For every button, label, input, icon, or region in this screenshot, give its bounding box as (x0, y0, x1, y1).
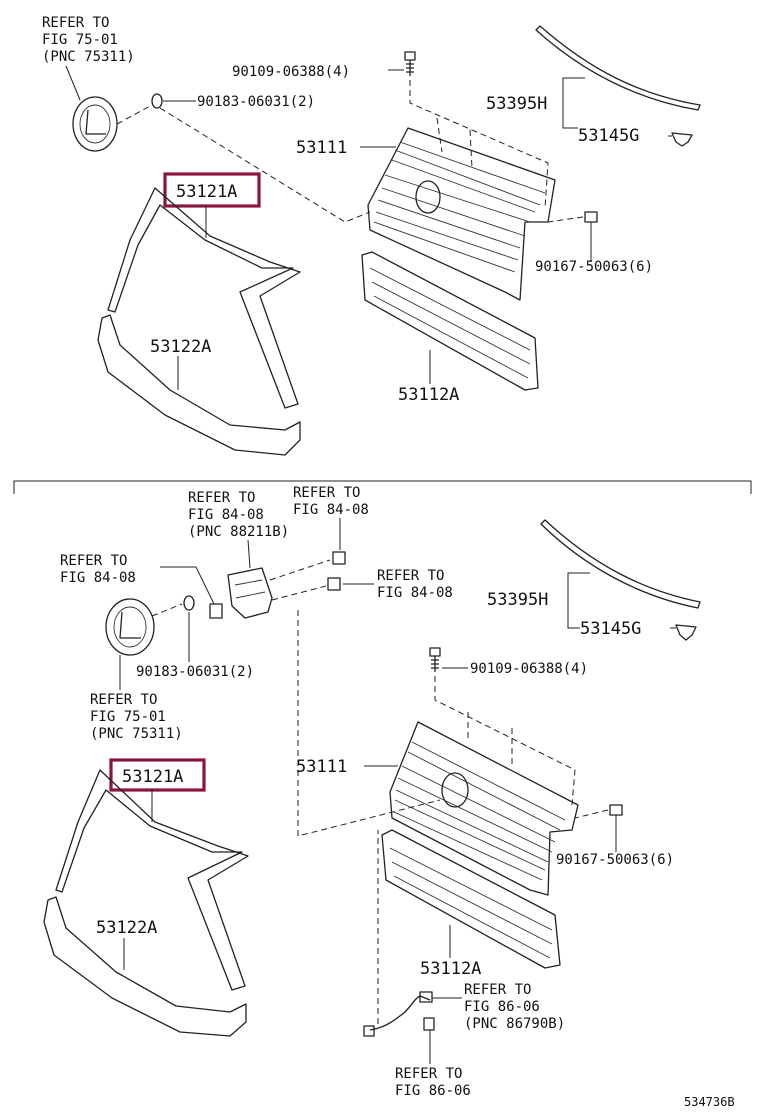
bottom-radiator-grille-icon (389, 721, 579, 896)
top-clip-icon (671, 132, 693, 147)
svg-text:(PNC 75311): (PNC 75311) (90, 726, 183, 742)
bottom-screw-icon (429, 647, 441, 672)
top-molding-strip-icon (535, 25, 701, 111)
top-screw-dash (409, 80, 549, 209)
bottom-emblem-icon (105, 598, 155, 656)
top-emblem-dash (116, 105, 151, 125)
bottom-molding-group-label: 53395H (487, 590, 548, 610)
svg-text:REFER TO: REFER TO (188, 490, 255, 506)
top-lower-grille-icon (361, 251, 539, 391)
top-grille-surround-label: 53121A (176, 182, 237, 202)
bottom-radiator-grille-label: 53111 (296, 757, 347, 777)
bottom-grille-clip-label: 90167-50063(6) (556, 852, 674, 868)
top-lower-grille-label: 53112A (398, 385, 459, 405)
bottom-refer-fig84-left-label: REFER TO FIG 84-08 (60, 553, 136, 586)
top-lower-molding-icon (97, 314, 301, 456)
svg-text:FIG 84-08: FIG 84-08 (377, 585, 453, 601)
svg-text:FIG 75-01: FIG 75-01 (90, 709, 166, 725)
svg-text:(PNC 75311): (PNC 75311) (42, 49, 135, 65)
bottom-lower-molding-icon (43, 896, 247, 1037)
top-screw-icon (404, 51, 416, 76)
bottom-sensor-dash (269, 559, 331, 601)
svg-text:FIG 84-08: FIG 84-08 (188, 507, 264, 523)
bottom-clip-label: 53145G (580, 619, 641, 639)
bottom-molding-bracket (567, 572, 590, 629)
bottom-refer-fig84-top-label: REFER TO FIG 84-08 (293, 485, 369, 518)
bottom-lower-grille-label: 53112A (420, 959, 481, 979)
bottom-refer-fig84-left-leader (160, 566, 215, 605)
top-radiator-grille-icon (367, 127, 556, 301)
top-nut-dash (159, 107, 371, 223)
bottom-grille-surround-icon (55, 769, 249, 991)
bottom-sensor-nut-icon (327, 551, 346, 591)
bottom-grille-clip-dash (574, 809, 609, 819)
top-molding-group-label: 53395H (486, 94, 547, 114)
bottom-refer-emblem-label: REFER TO FIG 75-01 (PNC 75311) (90, 692, 183, 742)
bottom-refer-camera-label: REFER TO FIG 86-06 (PNC 86790B) (464, 982, 565, 1032)
bottom-grille-surround-label: 53121A (122, 767, 183, 787)
svg-text:FIG 86-06: FIG 86-06 (464, 999, 540, 1015)
bottom-clip-icon (675, 624, 697, 641)
top-clip-label: 53145G (578, 126, 639, 146)
top-screw-dash-2 (436, 117, 473, 169)
bottom-refer-sensor-leader (247, 539, 251, 569)
svg-text:FIG 75-01: FIG 75-01 (42, 32, 118, 48)
bottom-camera-wire-icon (363, 991, 435, 1037)
bottom-grille-clip-icon (609, 804, 623, 816)
bottom-section: REFER TO FIG 84-08 (PNC 88211B) REFER TO… (43, 485, 701, 1099)
svg-text:REFER TO: REFER TO (42, 15, 109, 31)
top-refer-emblem-label: REFER TO FIG 75-01 (PNC 75311) (42, 15, 135, 65)
svg-text:(PNC 88211B): (PNC 88211B) (188, 524, 289, 540)
section-divider (13, 480, 752, 494)
svg-text:FIG 86-06: FIG 86-06 (395, 1083, 471, 1099)
top-emblem-icon (72, 96, 118, 152)
top-screw-label: 90109-06388(4) (232, 64, 350, 80)
top-refer-emblem-leader (65, 65, 81, 101)
svg-text:REFER TO: REFER TO (60, 553, 127, 569)
bottom-lower-grille-icon (381, 829, 561, 969)
diagram-code: 534736B (684, 1095, 735, 1109)
bottom-emblem-dash (151, 603, 183, 617)
top-emblem-nut-label: 90183-06031(2) (197, 94, 315, 110)
bottom-screw-label: 90109-06388(4) (470, 661, 588, 677)
svg-text:(PNC 86790B): (PNC 86790B) (464, 1016, 565, 1032)
svg-text:REFER TO: REFER TO (395, 1066, 462, 1082)
bottom-emblem-nut-label: 90183-06031(2) (136, 664, 254, 680)
svg-text:REFER TO: REFER TO (90, 692, 157, 708)
top-emblem-nut-icon (151, 93, 163, 109)
bottom-sensor-dash-2 (297, 610, 441, 837)
bottom-refer-fig86-label: REFER TO FIG 86-06 (395, 1066, 471, 1099)
bottom-lower-molding-label: 53122A (96, 918, 157, 938)
top-radiator-grille-label: 53111 (296, 138, 347, 158)
top-section: REFER TO FIG 75-01 (PNC 75311) 90183-060… (42, 15, 701, 456)
top-grille-clip-icon (584, 211, 598, 223)
top-lower-molding-label: 53122A (150, 337, 211, 357)
bottom-screw-dash (434, 676, 576, 806)
svg-text:REFER TO: REFER TO (293, 485, 360, 501)
bottom-refer-sensor-label: REFER TO FIG 84-08 (PNC 88211B) (188, 490, 289, 540)
top-grille-clip-label: 90167-50063(6) (535, 259, 653, 275)
top-molding-bracket (562, 77, 585, 129)
bottom-molding-strip-icon (540, 519, 701, 609)
top-grille-surround-highlight (163, 172, 261, 208)
bottom-emblem-nut-icon (183, 595, 195, 611)
top-grille-surround-icon (107, 187, 301, 409)
svg-text:FIG 84-08: FIG 84-08 (293, 502, 369, 518)
bottom-refer-fig84-right-label: REFER TO FIG 84-08 (377, 568, 453, 601)
bottom-grille-surround-highlight (109, 758, 206, 792)
bottom-screw-dash-2 (467, 712, 513, 768)
bottom-sensor-bracket-icon (209, 567, 273, 619)
top-grille-clip-dash (547, 216, 584, 223)
svg-text:REFER TO: REFER TO (464, 982, 531, 998)
svg-text:REFER TO: REFER TO (377, 568, 444, 584)
svg-text:FIG 84-08: FIG 84-08 (60, 570, 136, 586)
